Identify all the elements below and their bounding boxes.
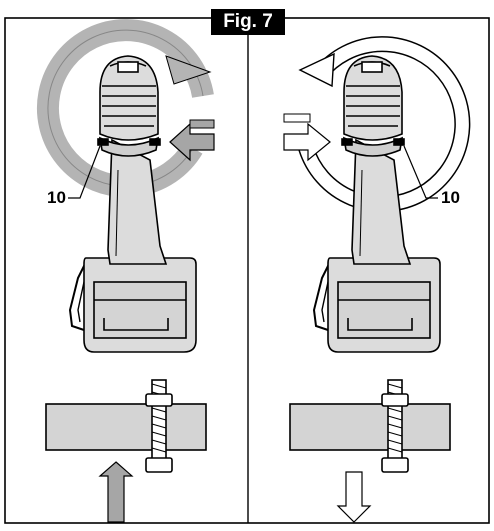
figure-label: Fig. 7	[211, 9, 285, 35]
right-rotation-arrow	[298, 36, 471, 213]
right-callout-leader	[403, 145, 438, 199]
right-workpiece	[289, 379, 451, 473]
right-down-arrow	[336, 471, 372, 523]
callout-number-left: 10	[47, 188, 66, 207]
right-drill	[312, 55, 441, 353]
left-up-arrow	[98, 461, 134, 523]
right-push-arrow	[283, 113, 331, 162]
left-push-arrow	[169, 119, 215, 162]
callout-number-right: 10	[441, 188, 460, 207]
left-workpiece	[45, 379, 207, 473]
left-drill	[68, 55, 197, 353]
left-callout-leader	[68, 145, 101, 199]
